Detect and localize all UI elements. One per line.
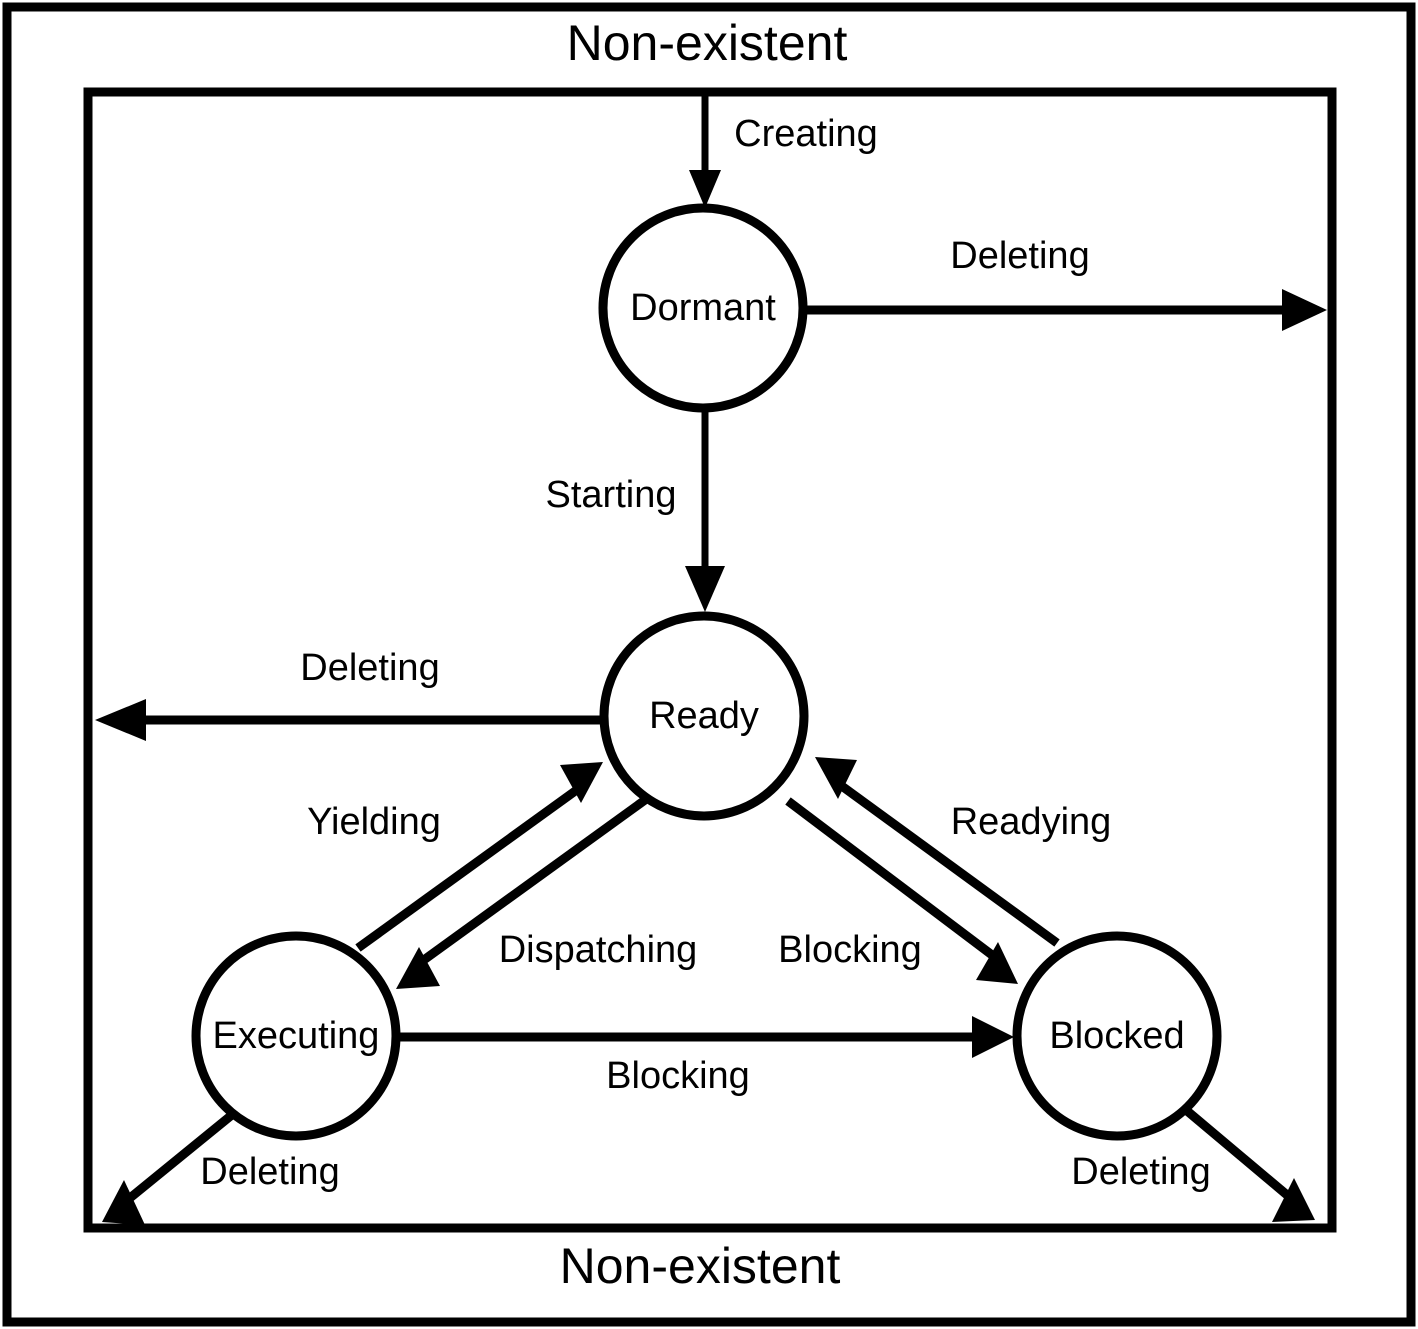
edge-dispatching-line bbox=[418, 796, 648, 966]
edge-deleting-dormant-arrowhead bbox=[1282, 289, 1327, 331]
edge-yielding-arrowhead bbox=[560, 762, 603, 803]
edge-label-blocking-ready: Blocking bbox=[778, 929, 922, 971]
state-node-blocked[interactable]: Blocked bbox=[1012, 931, 1222, 1141]
edge-blocking-exec bbox=[399, 1016, 1014, 1058]
edge-deleting-blocked bbox=[1183, 1106, 1315, 1222]
edge-label-starting: Starting bbox=[546, 474, 677, 516]
state-label-executing: Executing bbox=[213, 1015, 380, 1057]
edge-label-yielding: Yielding bbox=[307, 801, 441, 843]
edge-label-deleting-dormant: Deleting bbox=[950, 235, 1089, 277]
region-label-bottom: Non-existent bbox=[560, 1238, 841, 1294]
edge-label-deleting-exec: Deleting bbox=[200, 1151, 339, 1193]
edge-yielding bbox=[355, 762, 603, 952]
edge-dispatching bbox=[396, 796, 648, 989]
edge-starting-arrowhead bbox=[685, 566, 725, 612]
state-circle-executing[interactable] bbox=[191, 931, 401, 1141]
state-label-dormant: Dormant bbox=[630, 287, 776, 329]
state-circle-dormant[interactable] bbox=[598, 203, 808, 413]
edge-readying bbox=[815, 757, 1060, 947]
edge-blocking-ready-line bbox=[785, 797, 999, 962]
edge-blocking-exec-arrowhead bbox=[972, 1016, 1014, 1058]
edge-label-deleting-blocked: Deleting bbox=[1071, 1151, 1210, 1193]
edge-yielding-line bbox=[355, 785, 581, 952]
edge-deleting-ready bbox=[95, 699, 601, 741]
edge-deleting-exec-arrowhead bbox=[102, 1180, 145, 1225]
edge-label-creating: Creating bbox=[734, 113, 878, 155]
state-label-blocked: Blocked bbox=[1049, 1015, 1184, 1057]
edge-creating-arrowhead bbox=[689, 170, 721, 208]
edge-deleting-blocked-arrowhead bbox=[1272, 1178, 1315, 1222]
state-node-executing[interactable]: Executing bbox=[191, 931, 401, 1141]
edge-creating bbox=[689, 95, 721, 208]
state-circle-ready[interactable] bbox=[599, 611, 809, 821]
edge-blocking-ready-arrowhead bbox=[976, 942, 1018, 984]
edge-readying-line bbox=[836, 780, 1060, 947]
edge-deleting-blocked-line bbox=[1183, 1106, 1296, 1204]
edge-label-dispatching: Dispatching bbox=[499, 929, 698, 971]
region-label-top: Non-existent bbox=[567, 15, 848, 71]
state-node-dormant[interactable]: Dormant bbox=[598, 203, 808, 413]
state-node-ready[interactable]: Ready bbox=[599, 611, 809, 821]
edge-starting bbox=[685, 411, 725, 612]
edge-label-deleting-ready: Deleting bbox=[300, 647, 439, 689]
edge-dispatching-arrowhead bbox=[396, 947, 440, 989]
edge-deleting-exec bbox=[102, 1110, 236, 1225]
state-circle-blocked[interactable] bbox=[1012, 931, 1222, 1141]
edge-label-blocking-exec: Blocking bbox=[606, 1055, 750, 1097]
edge-deleting-dormant bbox=[806, 289, 1327, 331]
edge-deleting-ready-arrowhead bbox=[95, 699, 146, 741]
inner-frame bbox=[83, 87, 1337, 1233]
edge-readying-arrowhead bbox=[815, 757, 857, 799]
edge-deleting-exec-line bbox=[122, 1110, 236, 1206]
state-label-ready: Ready bbox=[649, 695, 759, 737]
edge-label-readying: Readying bbox=[951, 801, 1112, 843]
edge-blocking-ready bbox=[785, 797, 1018, 984]
